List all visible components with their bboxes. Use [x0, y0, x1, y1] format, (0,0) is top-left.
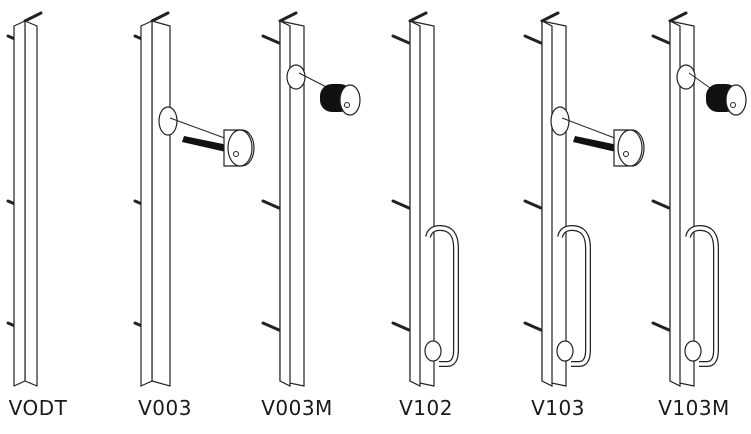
pull-handle: [556, 225, 591, 367]
product-v102: [391, 11, 459, 387]
product-v003: [133, 11, 255, 387]
plate-face: [279, 20, 291, 387]
plate-face: [409, 20, 421, 387]
product-label-vodt: VODT: [8, 396, 68, 420]
mounting-posts: [391, 11, 428, 332]
rim-cylinder: [573, 129, 645, 167]
plate-face: [140, 20, 153, 387]
cylinder-hole: [676, 64, 696, 90]
product-label-v103m: V103M: [658, 396, 730, 420]
product-label-v102: V102: [399, 396, 453, 420]
product-v003m: [261, 11, 361, 387]
product-v103: [523, 11, 645, 387]
trim-plate: [151, 20, 171, 387]
product-label-v103: V103: [531, 396, 585, 420]
mortise-cylinder: [320, 84, 361, 116]
pull-handle: [684, 225, 719, 367]
rim-cylinder: [182, 129, 255, 167]
mounting-posts: [523, 11, 560, 332]
pull-handle: [424, 225, 459, 367]
mounting-posts: [261, 11, 298, 332]
product-label-v003m: V003M: [261, 396, 333, 420]
plate-face: [541, 20, 553, 387]
cylinder-hole: [158, 106, 178, 136]
cylinder-hole: [550, 106, 570, 136]
plate-face: [13, 20, 26, 387]
product-v103m: [651, 11, 747, 387]
trim-plate: [24, 20, 38, 387]
product-label-v003: V003: [138, 396, 192, 420]
mortise-cylinder: [706, 84, 747, 116]
plate-face: [669, 20, 681, 387]
product-vodt: [6, 11, 43, 387]
mounting-posts: [651, 11, 688, 332]
cylinder-hole: [286, 64, 306, 90]
